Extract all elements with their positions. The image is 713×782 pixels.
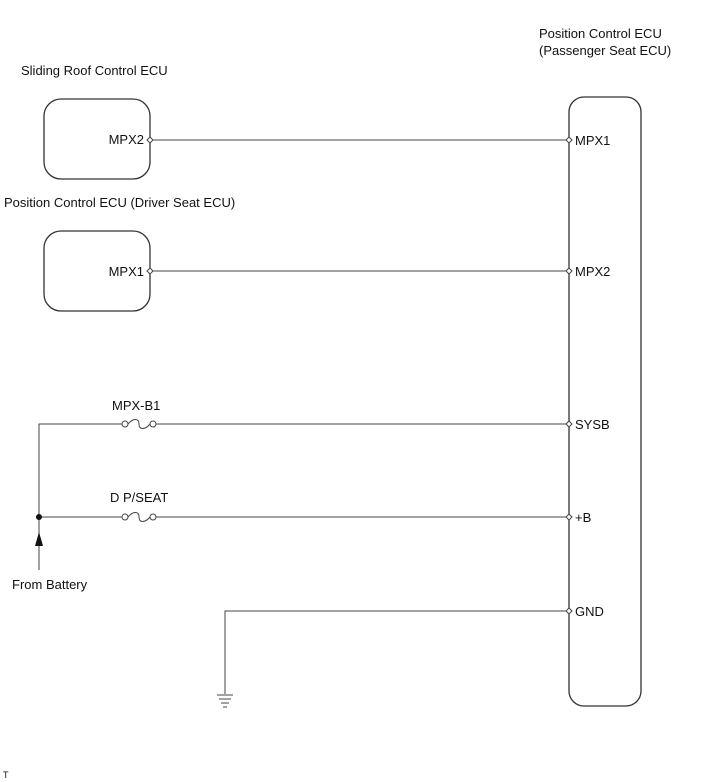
fuse-mpx-b1-icon bbox=[121, 419, 157, 429]
passenger-pin-gnd: GND bbox=[575, 604, 604, 619]
corner-mark: T bbox=[3, 770, 9, 780]
junction-dot bbox=[36, 514, 42, 520]
wire-gnd bbox=[224, 610, 568, 694]
terminal-passenger-mpx1 bbox=[565, 136, 573, 144]
terminal-passenger-gnd bbox=[565, 607, 573, 615]
terminal-driver-mpx1 bbox=[146, 267, 154, 275]
passenger-pin-plus-b: +B bbox=[575, 510, 591, 525]
from-battery-label: From Battery bbox=[12, 577, 88, 592]
fuse-d-pseat-icon bbox=[121, 512, 157, 522]
passenger-pin-mpx2: MPX2 bbox=[575, 264, 610, 279]
passenger-pin-sysb: SYSB bbox=[575, 417, 610, 432]
sliding-roof-pin-mpx2: MPX2 bbox=[109, 132, 144, 147]
terminal-passenger-mpx2 bbox=[565, 267, 573, 275]
ground-icon bbox=[217, 694, 233, 708]
passenger-pin-mpx1: MPX1 bbox=[575, 133, 610, 148]
terminal-passenger-plus-b bbox=[565, 513, 573, 521]
terminal-sliding-roof-mpx2 bbox=[146, 136, 154, 144]
terminal-passenger-sysb bbox=[565, 420, 573, 428]
fuse-d-pseat-label: D P/SEAT bbox=[110, 490, 168, 505]
arrow-up-icon bbox=[35, 532, 43, 546]
driver-seat-ecu-title: Position Control ECU (Driver Seat ECU) bbox=[4, 195, 235, 210]
passenger-ecu-title-line2: (Passenger Seat ECU) bbox=[539, 43, 671, 58]
wire-battery-trunk bbox=[38, 423, 122, 570]
passenger-ecu-title-line1: Position Control ECU bbox=[539, 26, 662, 41]
passenger-seat-ecu-box bbox=[568, 96, 642, 707]
fuse-mpx-b1-label: MPX-B1 bbox=[112, 398, 160, 413]
driver-seat-pin-mpx1: MPX1 bbox=[109, 264, 144, 279]
sliding-roof-ecu-title: Sliding Roof Control ECU bbox=[21, 63, 168, 78]
